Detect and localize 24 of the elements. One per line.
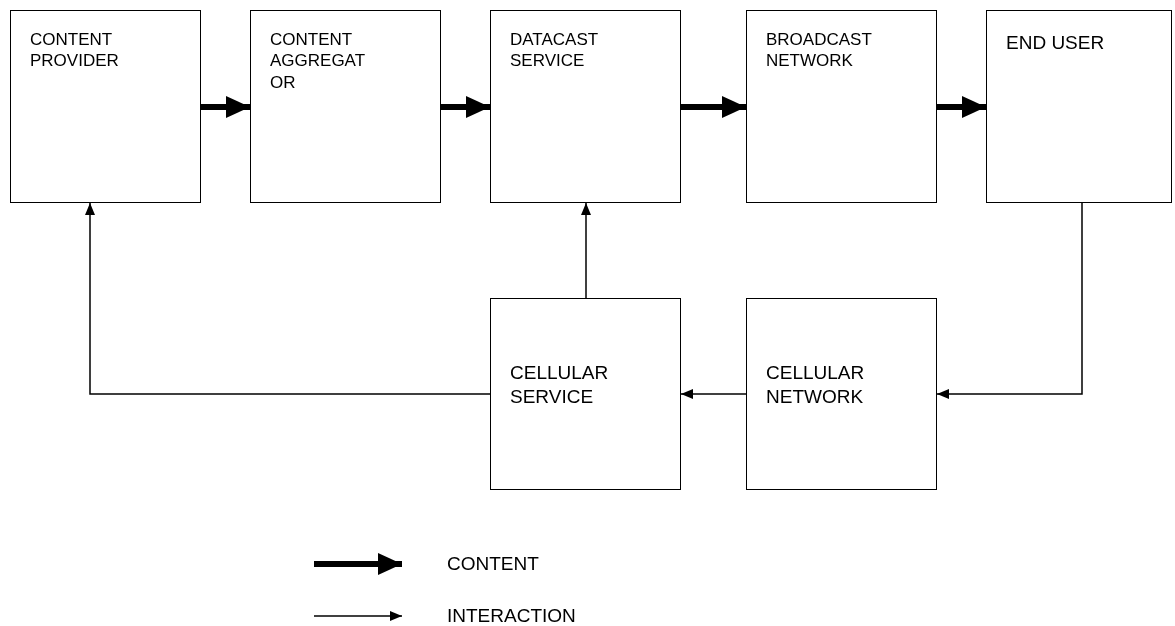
process-box bbox=[746, 10, 937, 203]
arrow bbox=[936, 202, 1083, 399]
box-label: CELLULAR SERVICE bbox=[510, 361, 610, 409]
box-label: CELLULAR NETWORK bbox=[766, 361, 866, 409]
process-box bbox=[10, 10, 201, 203]
arrow bbox=[680, 389, 747, 399]
thick-arrow bbox=[441, 96, 490, 118]
thick-arrow bbox=[937, 96, 986, 118]
process-box bbox=[250, 10, 441, 203]
box-label: CONTENT PROVIDER bbox=[30, 29, 120, 72]
box-label: DATACAST SERVICE bbox=[510, 29, 599, 72]
process-box bbox=[490, 10, 681, 203]
arrow bbox=[581, 202, 591, 299]
thick-arrow bbox=[681, 96, 746, 118]
box-label: CONTENT AGGREGATOR bbox=[270, 29, 367, 93]
thick-arrow bbox=[201, 96, 250, 118]
legend-label: INTERACTION bbox=[447, 606, 576, 625]
process-box bbox=[986, 10, 1172, 203]
process-box bbox=[746, 298, 937, 490]
legend-label: CONTENT bbox=[447, 554, 539, 573]
process-box bbox=[490, 298, 681, 490]
arrow bbox=[85, 202, 491, 395]
box-label: END USER bbox=[1006, 31, 1106, 55]
box-label: BROADCAST NETWORK bbox=[766, 29, 873, 72]
